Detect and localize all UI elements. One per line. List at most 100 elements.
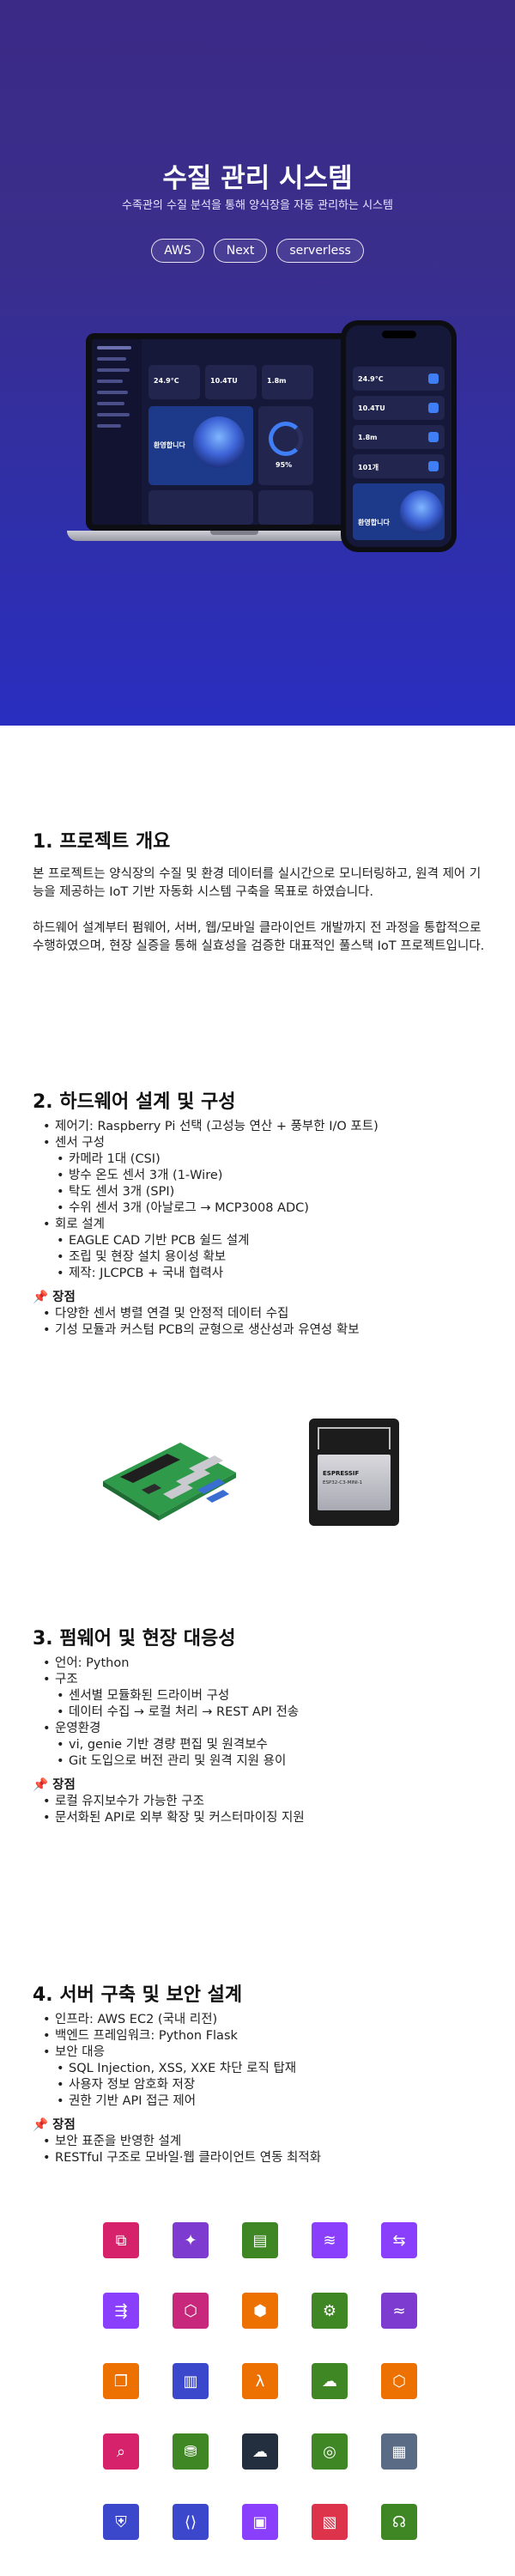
list-item: 다양한 센서 병렬 연결 및 안정적 데이터 수집 bbox=[41, 1306, 488, 1322]
list-card bbox=[258, 490, 313, 525]
tag-next: Next bbox=[213, 239, 268, 263]
list-item: 백엔드 프레임워크: Python Flask bbox=[41, 2028, 488, 2044]
headset-icon: ☊ bbox=[381, 2504, 417, 2540]
pros-title: 📌 장점 bbox=[33, 2118, 76, 2132]
pros-title: 📌 장점 bbox=[33, 1778, 76, 1792]
list-item: 기성 모듈과 커스텀 PCB의 균형으로 생산성과 유연성 확보 bbox=[41, 1322, 488, 1339]
pros-title: 📌 장점 bbox=[33, 1291, 76, 1304]
dashboard-sidebar bbox=[92, 339, 142, 525]
section-hardware: 2. 하드웨어 설계 및 구성 제어기: Raspberry Pi 선택 (고성… bbox=[33, 1086, 488, 1339]
copy-icon: ❐ bbox=[103, 2363, 139, 2399]
list-item: 탁도 센서 3개 (SPI) bbox=[55, 1184, 488, 1200]
list-item: SQL Injection, XSS, XXE 차단 로직 탑재 bbox=[55, 2061, 488, 2077]
section-title: 4. 서버 구축 및 보안 설계 bbox=[33, 1984, 243, 2006]
server-list: 인프라: AWS EC2 (국내 리전) 백엔드 프레임워크: Python F… bbox=[41, 2012, 488, 2110]
list-item: 카메라 1대 (CSI) bbox=[55, 1151, 488, 1168]
list-item: 제어기: Raspberry Pi 선택 (고성능 연산 + 풍부한 I/O 포… bbox=[41, 1119, 488, 1135]
phone-ph-value: 10.4TU bbox=[358, 404, 385, 412]
streams-icon: ⇶ bbox=[103, 2293, 139, 2329]
function-icon: λ bbox=[242, 2363, 278, 2399]
lambda-icon: ✦ bbox=[173, 2222, 209, 2258]
storage-icon: ▥ bbox=[173, 2363, 209, 2399]
chart-card bbox=[148, 490, 253, 525]
list-item: Git 도입으로 버전 관리 및 원격 지원 용이 bbox=[55, 1753, 488, 1770]
phone-screen: 24.9°C 10.4TU 1.8m 101개 환영합니다 bbox=[346, 325, 451, 547]
server-icon: ▦ bbox=[381, 2433, 417, 2470]
hardware-list: 제어기: Raspberry Pi 선택 (고성능 연산 + 풍부한 I/O 포… bbox=[41, 1119, 488, 1282]
list-item: 운영환경 bbox=[41, 1721, 488, 1737]
gauge-ring bbox=[269, 422, 303, 456]
list-item: 센서별 모듈화된 드라이버 구성 bbox=[55, 1688, 488, 1704]
network-icon: ⇆ bbox=[381, 2222, 417, 2258]
hero-title: 수질 관리 시스템 bbox=[162, 163, 353, 194]
list-item: 구조 bbox=[41, 1672, 488, 1688]
temp-card: 24.9°C bbox=[148, 365, 200, 399]
hexagon-icon: ⬡ bbox=[381, 2363, 417, 2399]
jellyfish-image bbox=[193, 416, 245, 468]
welcome-text: 환영합니다 bbox=[154, 441, 185, 449]
tech-tags: AWS Next serverless bbox=[0, 239, 515, 263]
eventbridge-icon: ⬡ bbox=[173, 2293, 209, 2329]
list-item: 보안 대응 bbox=[41, 2044, 488, 2061]
bucket-icon: ⛃ bbox=[173, 2433, 209, 2470]
phone-welcome-card: 환영합니다 bbox=[353, 483, 445, 540]
list-item: RESTful 구조로 모바일·웹 클라이언트 연동 최적화 bbox=[41, 2150, 488, 2166]
list-item: vi, genie 기반 경량 편집 및 원격보수 bbox=[55, 1737, 488, 1753]
chip-logo-text: ESPRESSIF bbox=[323, 1470, 360, 1477]
phone-mockup: 24.9°C 10.4TU 1.8m 101개 환영합니다 bbox=[341, 320, 457, 552]
pros-list: 보안 표준을 반영한 설계 RESTful 구조로 모바일·웹 클라이언트 연동… bbox=[41, 2134, 488, 2166]
list-item: 수위 센서 3개 (아날로그 → MCP3008 ADC) bbox=[55, 1200, 488, 1217]
cloud-icon: ☁ bbox=[312, 2363, 348, 2399]
wave-icon: ≈ bbox=[381, 2293, 417, 2329]
section-firmware: 3. 펌웨어 및 현장 대응성 언어: Python 구조 센서별 모듈화된 드… bbox=[33, 1623, 488, 1826]
list-item: 회로 설계 bbox=[41, 1217, 488, 1233]
list-item: 언어: Python bbox=[41, 1656, 488, 1672]
code-icon: ⟨⟩ bbox=[173, 2504, 209, 2540]
ph-card: 10.4TU bbox=[205, 365, 257, 399]
list-item: 사용자 정보 암호화 저장 bbox=[55, 2077, 488, 2093]
hero-banner: 수질 관리 시스템 수족관의 수질 분석을 통해 양식장을 자동 관리하는 시스… bbox=[0, 0, 515, 726]
overview-paragraph-1: 본 프로젝트는 양식장의 수질 및 환경 데이터를 실시간으로 모니터링하고, … bbox=[33, 867, 482, 899]
section-overview: 1. 프로젝트 개요 본 프로젝트는 양식장의 수질 및 환경 데이터를 실시간… bbox=[33, 826, 488, 956]
phone-tds-value: 1.8m bbox=[358, 434, 378, 441]
phone-count-value: 101개 bbox=[358, 464, 379, 471]
section-title: 3. 펌웨어 및 현장 대응성 bbox=[33, 1628, 236, 1649]
tag-serverless: serverless bbox=[276, 239, 364, 263]
phone-ph-card: 10.4TU bbox=[353, 396, 445, 420]
temp-value: 24.9°C bbox=[154, 377, 179, 385]
phone-tds-card: 1.8m bbox=[353, 425, 445, 449]
phone-welcome-text: 환영합니다 bbox=[358, 519, 390, 526]
aws-service-icons: ⧉✦▤≋⇆⇶⬡⬢⚙≈❐▥λ☁⬡⌕⛃☁◎▦⛨⟨⟩▣▧☊ bbox=[103, 2222, 421, 2540]
laptop-base bbox=[67, 531, 400, 541]
robot-icon: ⚙ bbox=[312, 2293, 348, 2329]
tag-aws: AWS bbox=[151, 239, 204, 263]
hero-subtitle: 수족관의 수질 분석을 통해 양식장을 자동 관리하는 시스템 bbox=[122, 199, 393, 212]
firewall-icon: ▧ bbox=[312, 2504, 348, 2540]
database-icon: ≋ bbox=[312, 2222, 348, 2258]
section-title: 1. 프로젝트 개요 bbox=[33, 831, 171, 853]
ph-value: 10.4TU bbox=[210, 377, 238, 385]
firmware-list: 언어: Python 구조 센서별 모듈화된 드라이버 구성 데이터 수집 → … bbox=[41, 1656, 488, 1770]
list-item: 권한 기반 API 접근 제어 bbox=[55, 2093, 488, 2110]
list-item: EAGLE CAD 기반 PCB 쉴드 설계 bbox=[55, 1233, 488, 1249]
gauge-value: 95% bbox=[276, 461, 293, 469]
phone-temp-card: 24.9°C bbox=[353, 367, 445, 391]
gauge-card: 95% bbox=[258, 406, 313, 485]
list-item: 로컬 유지보수가 가능한 구조 bbox=[41, 1794, 488, 1810]
target-icon: ◎ bbox=[312, 2433, 348, 2470]
cloud-dark-icon: ☁ bbox=[242, 2433, 278, 2470]
list-item: 제작: JLCPCB + 국내 협력사 bbox=[55, 1266, 488, 1282]
list-item: 조립 및 현장 설치 용이성 확보 bbox=[55, 1249, 488, 1266]
dashboard-screen: 24.9°C 10.4TU 1.8m 환영합니다 95% bbox=[92, 339, 376, 525]
laptop-mockup: 24.9°C 10.4TU 1.8m 환영합니다 95% bbox=[86, 333, 382, 531]
list-item: 인프라: AWS EC2 (국내 리전) bbox=[41, 2012, 488, 2028]
tds-value: 1.8m bbox=[267, 377, 287, 385]
list-item: 데이터 수집 → 로컬 처리 → REST API 전송 bbox=[55, 1704, 488, 1721]
monitor-icon: ▣ bbox=[242, 2504, 278, 2540]
shield-icon: ⛨ bbox=[103, 2504, 139, 2540]
list-item: 방수 온도 센서 3개 (1-Wire) bbox=[55, 1168, 488, 1184]
api-gateway-icon: ⧉ bbox=[103, 2222, 139, 2258]
compute-icon: ⬢ bbox=[242, 2293, 278, 2329]
section-title: 2. 하드웨어 설계 및 구성 bbox=[33, 1091, 236, 1113]
pros-list: 다양한 센서 병렬 연결 및 안정적 데이터 수집 기성 모듈과 커스텀 PCB… bbox=[41, 1306, 488, 1339]
